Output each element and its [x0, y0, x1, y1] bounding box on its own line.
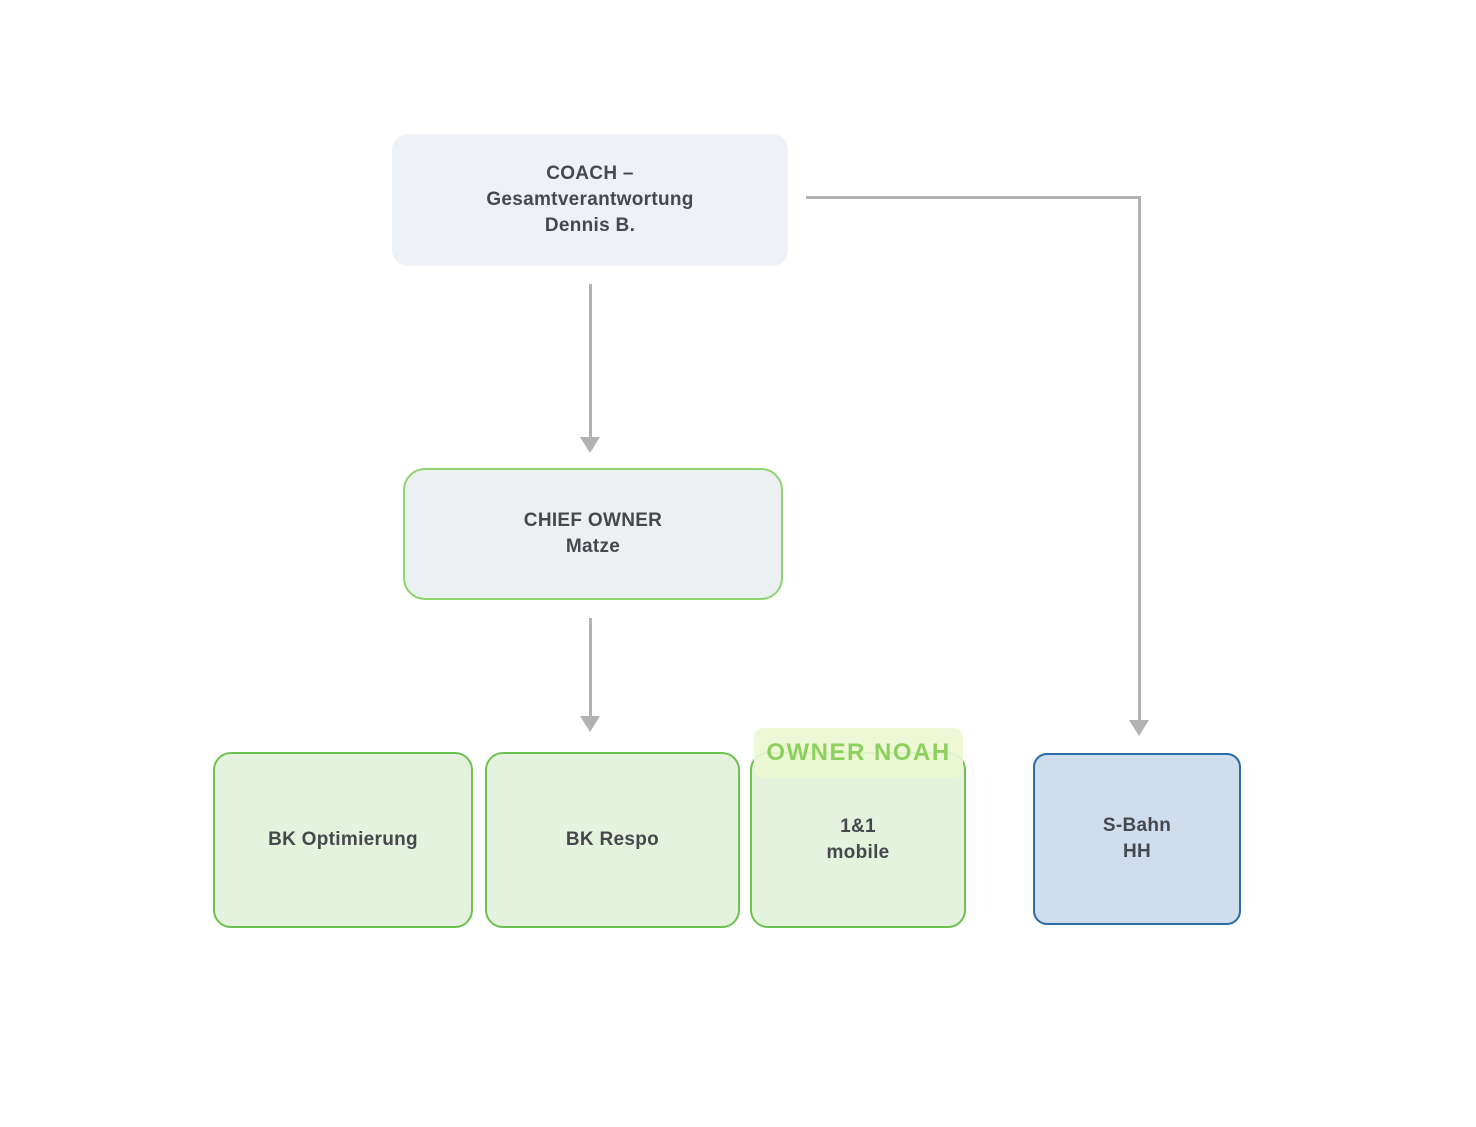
- node-s-bahn-hh-label: S-Bahn HH: [1103, 813, 1171, 865]
- connector-coach-to-chief-arrowhead: [580, 437, 600, 453]
- node-s-bahn-hh-line-2: HH: [1122, 841, 1152, 862]
- node-1und1-mobile-line-2: mobile: [826, 842, 890, 863]
- node-chief-owner: CHIEF OWNER Matze: [403, 468, 783, 600]
- node-bk-optimierung-text: BK Optimierung: [268, 828, 418, 850]
- connector-coach-to-chief-line: [589, 284, 592, 437]
- node-chief-owner-line-2: Matze: [565, 536, 621, 557]
- connector-chief-to-bkrespo-line: [589, 618, 592, 716]
- connector-coach-to-sbahn-arrowhead: [1129, 720, 1149, 736]
- node-1und1-mobile: 1&1 mobile: [750, 752, 966, 928]
- node-bk-optimierung-label: BK Optimierung: [268, 827, 418, 853]
- connector-chief-to-bkrespo-arrowhead: [580, 716, 600, 732]
- node-s-bahn-hh-line-1: S-Bahn: [1102, 814, 1172, 836]
- connector-coach-to-sbahn-hline: [806, 196, 1141, 199]
- node-1und1-mobile-line-1: 1&1: [840, 815, 876, 837]
- node-coach-line-2: Gesamtverantwortung: [486, 188, 694, 210]
- owner-noah-tag: OWNER NOAH: [754, 728, 963, 778]
- node-coach: COACH – Gesamtverantwortung Dennis B.: [392, 134, 788, 266]
- node-chief-owner-line-1: CHIEF OWNER: [523, 509, 663, 531]
- node-bk-respo: BK Respo: [485, 752, 740, 928]
- node-bk-respo-text: BK Respo: [565, 828, 660, 850]
- node-coach-label: COACH – Gesamtverantwortung Dennis B.: [486, 161, 693, 240]
- node-s-bahn-hh: S-Bahn HH: [1033, 753, 1241, 925]
- node-coach-line-3: Dennis B.: [544, 215, 636, 237]
- node-chief-owner-label: CHIEF OWNER Matze: [524, 508, 662, 560]
- node-bk-respo-label: BK Respo: [566, 827, 659, 853]
- connector-coach-to-sbahn-vline: [1138, 196, 1141, 720]
- node-coach-line-1: COACH –: [546, 162, 634, 184]
- node-1und1-mobile-label: 1&1 mobile: [826, 814, 889, 866]
- node-bk-optimierung: BK Optimierung: [213, 752, 473, 928]
- owner-noah-tag-text: OWNER NOAH: [766, 739, 951, 766]
